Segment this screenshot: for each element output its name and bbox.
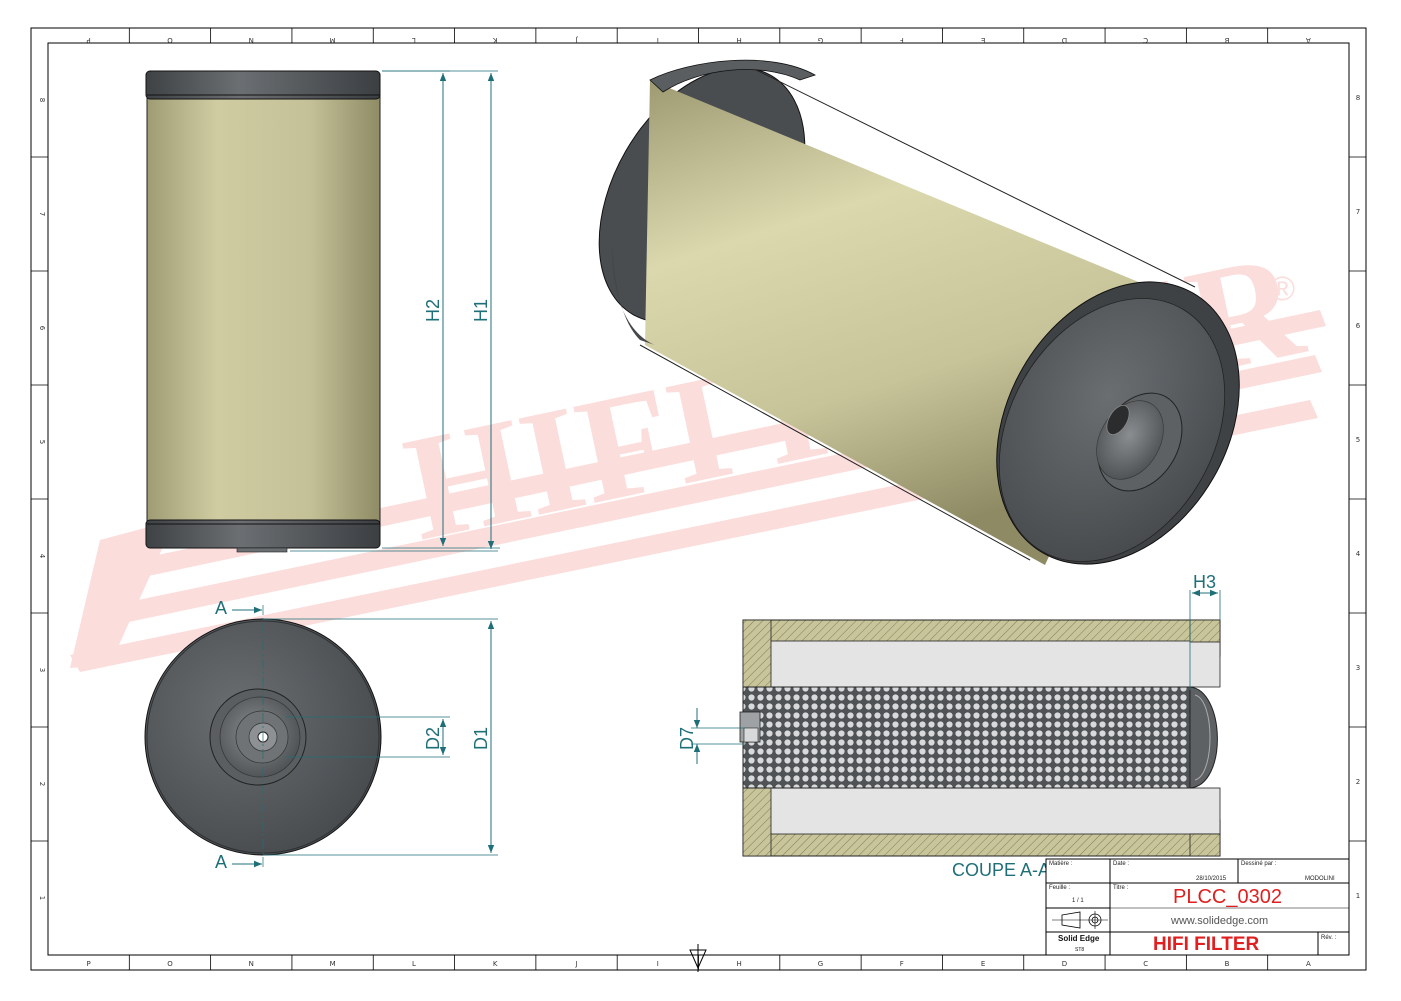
zone-label-bottom: N (249, 960, 254, 968)
software-name: Solid Edge (1058, 934, 1100, 943)
dimension-d1: D1 (263, 618, 498, 856)
zone-label-left: 3 (38, 668, 46, 672)
zone-label-bottom: C (1143, 960, 1148, 968)
zone-label-left: 2 (38, 782, 46, 786)
svg-text:A: A (215, 852, 227, 872)
front-view (145, 70, 381, 553)
h3-label: H3 (1193, 572, 1216, 592)
feuille-label: Feuille : (1049, 885, 1070, 891)
zone-label-left: 7 (38, 212, 46, 216)
projection-symbol-icon (1052, 911, 1108, 929)
zone-label-bottom: J (574, 960, 577, 968)
zone-label-right: 4 (1356, 550, 1361, 558)
part-number: PLCC_0302 (1173, 886, 1282, 908)
zone-label-top: F (900, 36, 904, 44)
d2-label: D2 (423, 727, 443, 750)
zone-label-top: H (737, 36, 742, 44)
zone-label-bottom: F (900, 960, 904, 968)
titre-label: Titre : (1113, 885, 1128, 891)
zone-label-top: O (167, 36, 173, 44)
zone-label-right: 3 (1356, 664, 1360, 672)
zone-label-right: 7 (1356, 208, 1360, 216)
dimension-d7: D7 (677, 708, 745, 764)
dessine-label: Dessiné par : (1241, 861, 1277, 867)
dimension-h1: H1 (290, 70, 498, 552)
matiere-label: Matière : (1049, 861, 1073, 867)
dimension-d2: D2 (285, 716, 450, 758)
zone-label-bottom: P (87, 960, 91, 968)
zone-label-bottom: K (493, 960, 498, 968)
top-end-cap (145, 70, 381, 100)
isometric-view (598, 59, 1240, 565)
zone-label-top: P (87, 36, 91, 44)
section-view (739, 619, 1221, 857)
zone-label-top: J (575, 36, 578, 44)
zone-label-bottom: I (657, 960, 659, 968)
end-view (144, 605, 382, 870)
zone-label-right: 1 (1356, 892, 1360, 900)
feuille-value: 1 / 1 (1072, 898, 1084, 904)
zone-label-bottom: E (981, 960, 985, 968)
d1-label: D1 (471, 727, 491, 750)
section-mark-bottom: A (215, 852, 262, 872)
zone-label-top: B (1224, 36, 1229, 44)
zone-label-bottom: A (1306, 960, 1311, 968)
h2-label: H2 (423, 299, 443, 322)
h1-label: H1 (471, 299, 491, 322)
dimension-h2: H2 (382, 70, 500, 549)
zone-label-right: 8 (1356, 94, 1360, 102)
rev-label: Rév. : (1321, 935, 1337, 941)
zone-label-top: C (1143, 36, 1148, 44)
software-version: ST8 (1075, 947, 1084, 953)
zone-label-left: 1 (38, 896, 46, 900)
d7-label: D7 (677, 727, 697, 750)
svg-text:A: A (215, 598, 227, 618)
watermark-registered: ® (1270, 270, 1295, 308)
dimension-h3: H3 (1189, 572, 1221, 690)
zone-label-bottom: O (167, 960, 173, 968)
centering-mark-icon (689, 944, 707, 972)
perforated-core (742, 686, 1194, 789)
zone-label-bottom: G (818, 960, 823, 968)
zone-label-right: 2 (1356, 778, 1360, 786)
zone-label-top: K (493, 36, 498, 44)
zone-label-bottom: B (1225, 960, 1230, 968)
zone-label-top: A (1306, 36, 1311, 44)
zone-label-top: I (657, 36, 659, 44)
zone-label-right: 6 (1356, 322, 1361, 330)
dessine-value: MODOLINI (1305, 876, 1335, 882)
website: www.solidedge.com (1170, 915, 1268, 927)
zone-label-top: D (1062, 36, 1067, 44)
zone-label-top: L (412, 36, 416, 44)
zone-label-left: 6 (38, 326, 46, 331)
title-block: Matière : Date : 28/10/2015 Dessiné par … (1045, 858, 1350, 956)
zone-label-left: 5 (38, 440, 46, 444)
section-mark-top: A (215, 598, 262, 618)
zone-label-left: 4 (38, 554, 46, 559)
section-caption: COUPE A-A (952, 860, 1050, 880)
company-name: HIFI FILTER (1153, 934, 1260, 955)
zone-label-top: M (330, 36, 336, 44)
zone-label-bottom: L (412, 960, 416, 968)
zone-label-bottom: D (1062, 960, 1067, 968)
date-label: Date : (1113, 861, 1129, 867)
zone-label-bottom: H (737, 960, 742, 968)
zone-label-bottom: M (330, 960, 336, 968)
zone-label-right: 5 (1356, 436, 1360, 444)
zone-label-top: E (981, 36, 985, 44)
zone-label-top: N (249, 36, 254, 44)
date-value: 28/10/2015 (1196, 876, 1227, 882)
zone-label-top: G (818, 36, 823, 44)
zone-label-left: 8 (38, 98, 46, 102)
